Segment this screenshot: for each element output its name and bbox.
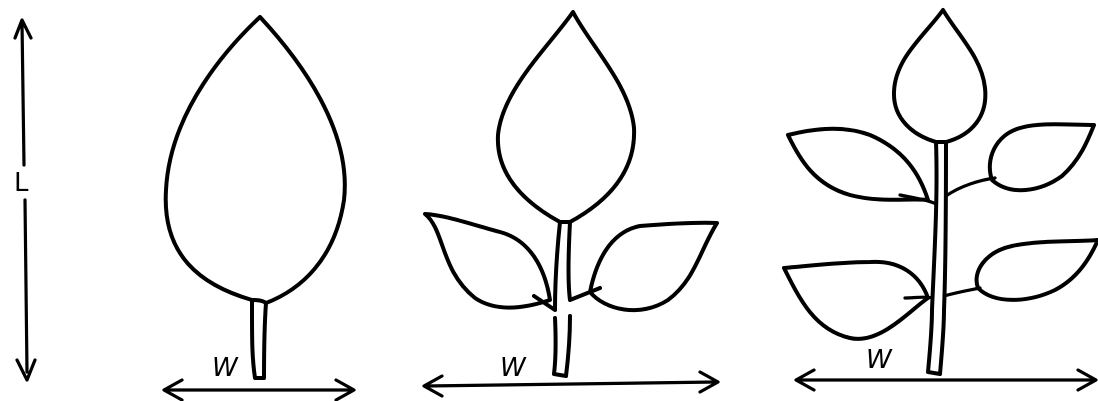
simple-leaf [166,17,345,378]
pinnate-lower-right-leaflet [977,240,1098,300]
length-arrow: L [14,20,35,380]
width-arrow-3: W [796,345,1096,390]
pinnate-lower-petiolules [905,288,980,298]
width-label-1: W [212,353,239,383]
simple-leaf-petiole-join [252,300,266,303]
pinnate-upper-right-leaflet [990,124,1094,190]
trifoliate-rachis [534,222,600,376]
pinnate-lower-left-leaflet [784,262,928,339]
pinnate-upper-left-leaflet [788,129,928,200]
trifoliate-leaf [425,12,717,376]
pinnate-leaf [784,10,1098,374]
length-arrow-lower-shaft [25,200,27,372]
width-arrow-2-shaft [426,382,716,386]
pinnate-terminal-leaflet [894,10,985,142]
length-arrow-upper-shaft [22,22,24,165]
length-label: L [14,168,29,198]
simple-leaf-blade [166,17,345,378]
trifoliate-terminal-leaflet [498,12,634,222]
width-label-3: W [866,345,893,375]
trifoliate-right-leaflet [590,223,717,310]
trifoliate-left-leaflet [425,214,550,308]
width-label-2: W [500,353,527,383]
pinnate-rachis [928,142,946,374]
width-arrow-2: W [424,353,718,396]
